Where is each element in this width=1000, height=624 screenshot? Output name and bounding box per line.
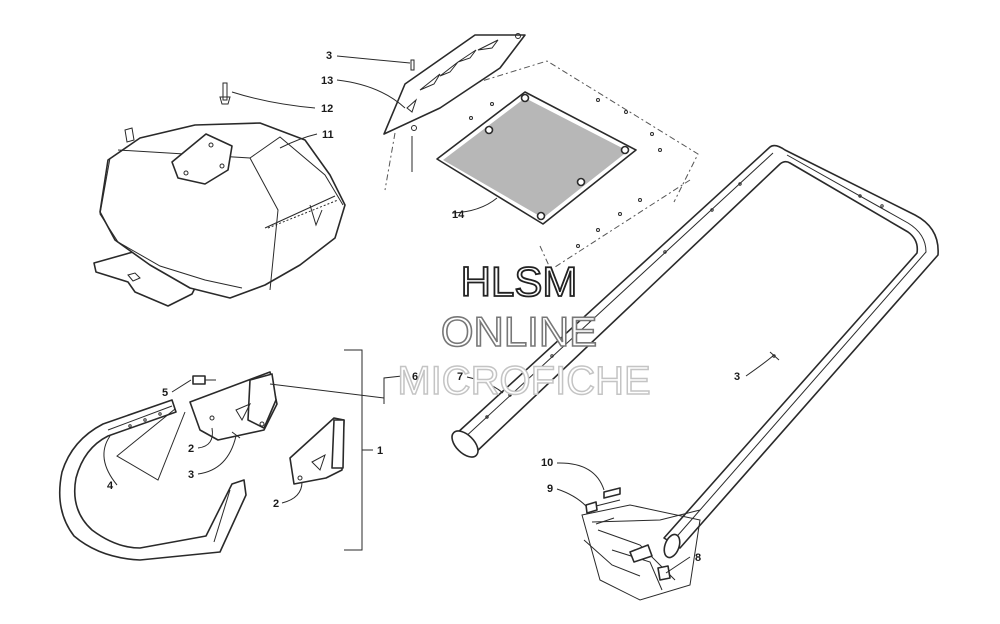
callout-12: 12 xyxy=(321,103,333,115)
callout-3-lower: 3 xyxy=(188,469,194,481)
callout-5: 5 xyxy=(162,387,168,399)
callout-14: 14 xyxy=(452,209,465,221)
bumper-rivets xyxy=(128,412,162,428)
grab-handle-part xyxy=(451,144,939,559)
chassis-fragment xyxy=(581,487,701,601)
callout-8: 8 xyxy=(695,552,701,564)
watermark-line-3: MICROFICHE xyxy=(397,359,650,403)
watermark: HLSM ONLINE MICROFICHE xyxy=(397,257,652,404)
item-1-bracket xyxy=(344,349,363,551)
callout-10: 10 xyxy=(541,457,553,469)
callout-2-upper: 2 xyxy=(188,443,194,455)
leader-lines xyxy=(103,55,775,574)
mount-holes xyxy=(469,98,662,248)
callout-labels: 3 13 12 11 14 5 6 7 3 1 2 3 4 2 10 9 8 xyxy=(107,50,740,564)
watermark-line-2: ONLINE xyxy=(441,308,597,355)
watermark-line-1: HLSM xyxy=(461,258,578,305)
callout-2-lower: 2 xyxy=(273,498,279,510)
callout-13: 13 xyxy=(321,75,333,87)
callout-9: 9 xyxy=(547,483,553,495)
callout-3-top: 3 xyxy=(326,50,332,62)
callout-7: 7 xyxy=(457,371,463,383)
rack-and-pad-parts xyxy=(383,33,699,291)
callout-6: 6 xyxy=(412,371,418,383)
bumper-assembly-parts xyxy=(58,371,345,561)
storage-bag-part xyxy=(93,82,346,307)
handle-rivets xyxy=(485,182,884,419)
callout-1: 1 xyxy=(377,445,383,457)
callout-11: 11 xyxy=(322,129,334,141)
callout-4: 4 xyxy=(107,480,114,492)
callout-3-right: 3 xyxy=(734,371,740,383)
